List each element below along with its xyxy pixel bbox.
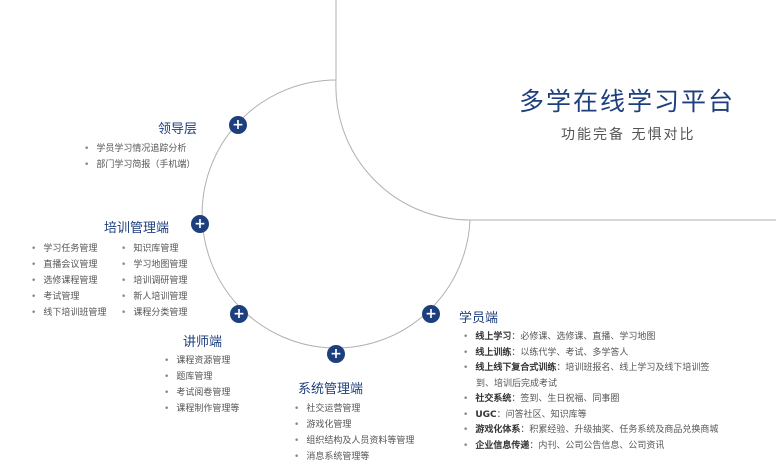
list-item: 学习地图管理 — [121, 257, 187, 273]
list-item: 游戏化体系：积累经验、升级抽奖、任务系统及商品兑换商城 — [463, 423, 718, 439]
list-item: 课程分类管理 — [121, 305, 187, 321]
list-item: 游戏化管理 — [294, 417, 414, 433]
student-heading: 学员端 — [459, 311, 499, 326]
page-title: 多学在线学习平台 — [519, 87, 736, 116]
lecturer-list: 课程资源管理 题库管理 考试阅卷管理 课程制作管理等 — [164, 353, 239, 417]
leadership-heading: 领导层 — [158, 122, 198, 137]
list-item: UGC：问答社区、知识库等 — [463, 408, 718, 424]
list-item: 选修课程管理 — [31, 273, 106, 289]
list-item: 线下培训班管理 — [31, 305, 106, 321]
list-item: 学习任务管理 — [31, 241, 106, 257]
list-item: 线上训练：以练代学、考试、多学答人 — [463, 346, 718, 362]
plus-icon[interactable]: + — [327, 345, 345, 363]
list-item: 部门学习简报（手机端） — [84, 157, 195, 173]
list-item: 培训调研管理 — [121, 273, 187, 289]
system-mgmt-heading: 系统管理端 — [298, 382, 364, 397]
list-item: 知识库管理 — [121, 241, 187, 257]
list-item: 消息系统管理等 — [294, 449, 414, 465]
list-item: 企业信息传递：内刊、公司公告信息、公司资讯 — [463, 439, 718, 455]
student-list: 线上学习：必修课、选修课、直播、学习地图 线上训练：以练代学、考试、多学答人 线… — [463, 330, 718, 454]
leadership-list: 学员学习情况追踪分析 部门学习简报（手机端） — [84, 141, 195, 173]
list-item: 课程资源管理 — [164, 353, 239, 369]
page-subtitle: 功能完备 无惧对比 — [561, 127, 696, 143]
plus-icon[interactable]: + — [422, 305, 440, 323]
list-item: 考试管理 — [31, 289, 106, 305]
plus-icon[interactable]: + — [229, 116, 247, 134]
list-item: 题库管理 — [164, 369, 239, 385]
list-item: 组织结构及人员资料等管理 — [294, 433, 414, 449]
training-mgmt-list-col1: 学习任务管理 直播会议管理 选修课程管理 考试管理 线下培训班管理 — [31, 241, 106, 321]
list-item: 线上学习：必修课、选修课、直播、学习地图 — [463, 330, 718, 346]
list-item: 学员学习情况追踪分析 — [84, 141, 195, 157]
plus-icon[interactable]: + — [230, 305, 248, 323]
list-item: 社交运营管理 — [294, 401, 414, 417]
plus-icon[interactable]: + — [191, 215, 209, 233]
list-item: 考试阅卷管理 — [164, 385, 239, 401]
list-item: 社交系统：签到、生日祝福、同事圈 — [463, 392, 718, 408]
lecturer-heading: 讲师端 — [183, 335, 223, 350]
system-mgmt-list: 社交运营管理 游戏化管理 组织结构及人员资料等管理 消息系统管理等 — [294, 401, 414, 465]
training-mgmt-heading: 培训管理端 — [104, 221, 170, 236]
training-mgmt-list-col2: 知识库管理 学习地图管理 培训调研管理 新人培训管理 课程分类管理 — [121, 241, 187, 321]
list-item: 新人培训管理 — [121, 289, 187, 305]
list-item: 课程制作管理等 — [164, 401, 239, 417]
list-item: 直播会议管理 — [31, 257, 106, 273]
